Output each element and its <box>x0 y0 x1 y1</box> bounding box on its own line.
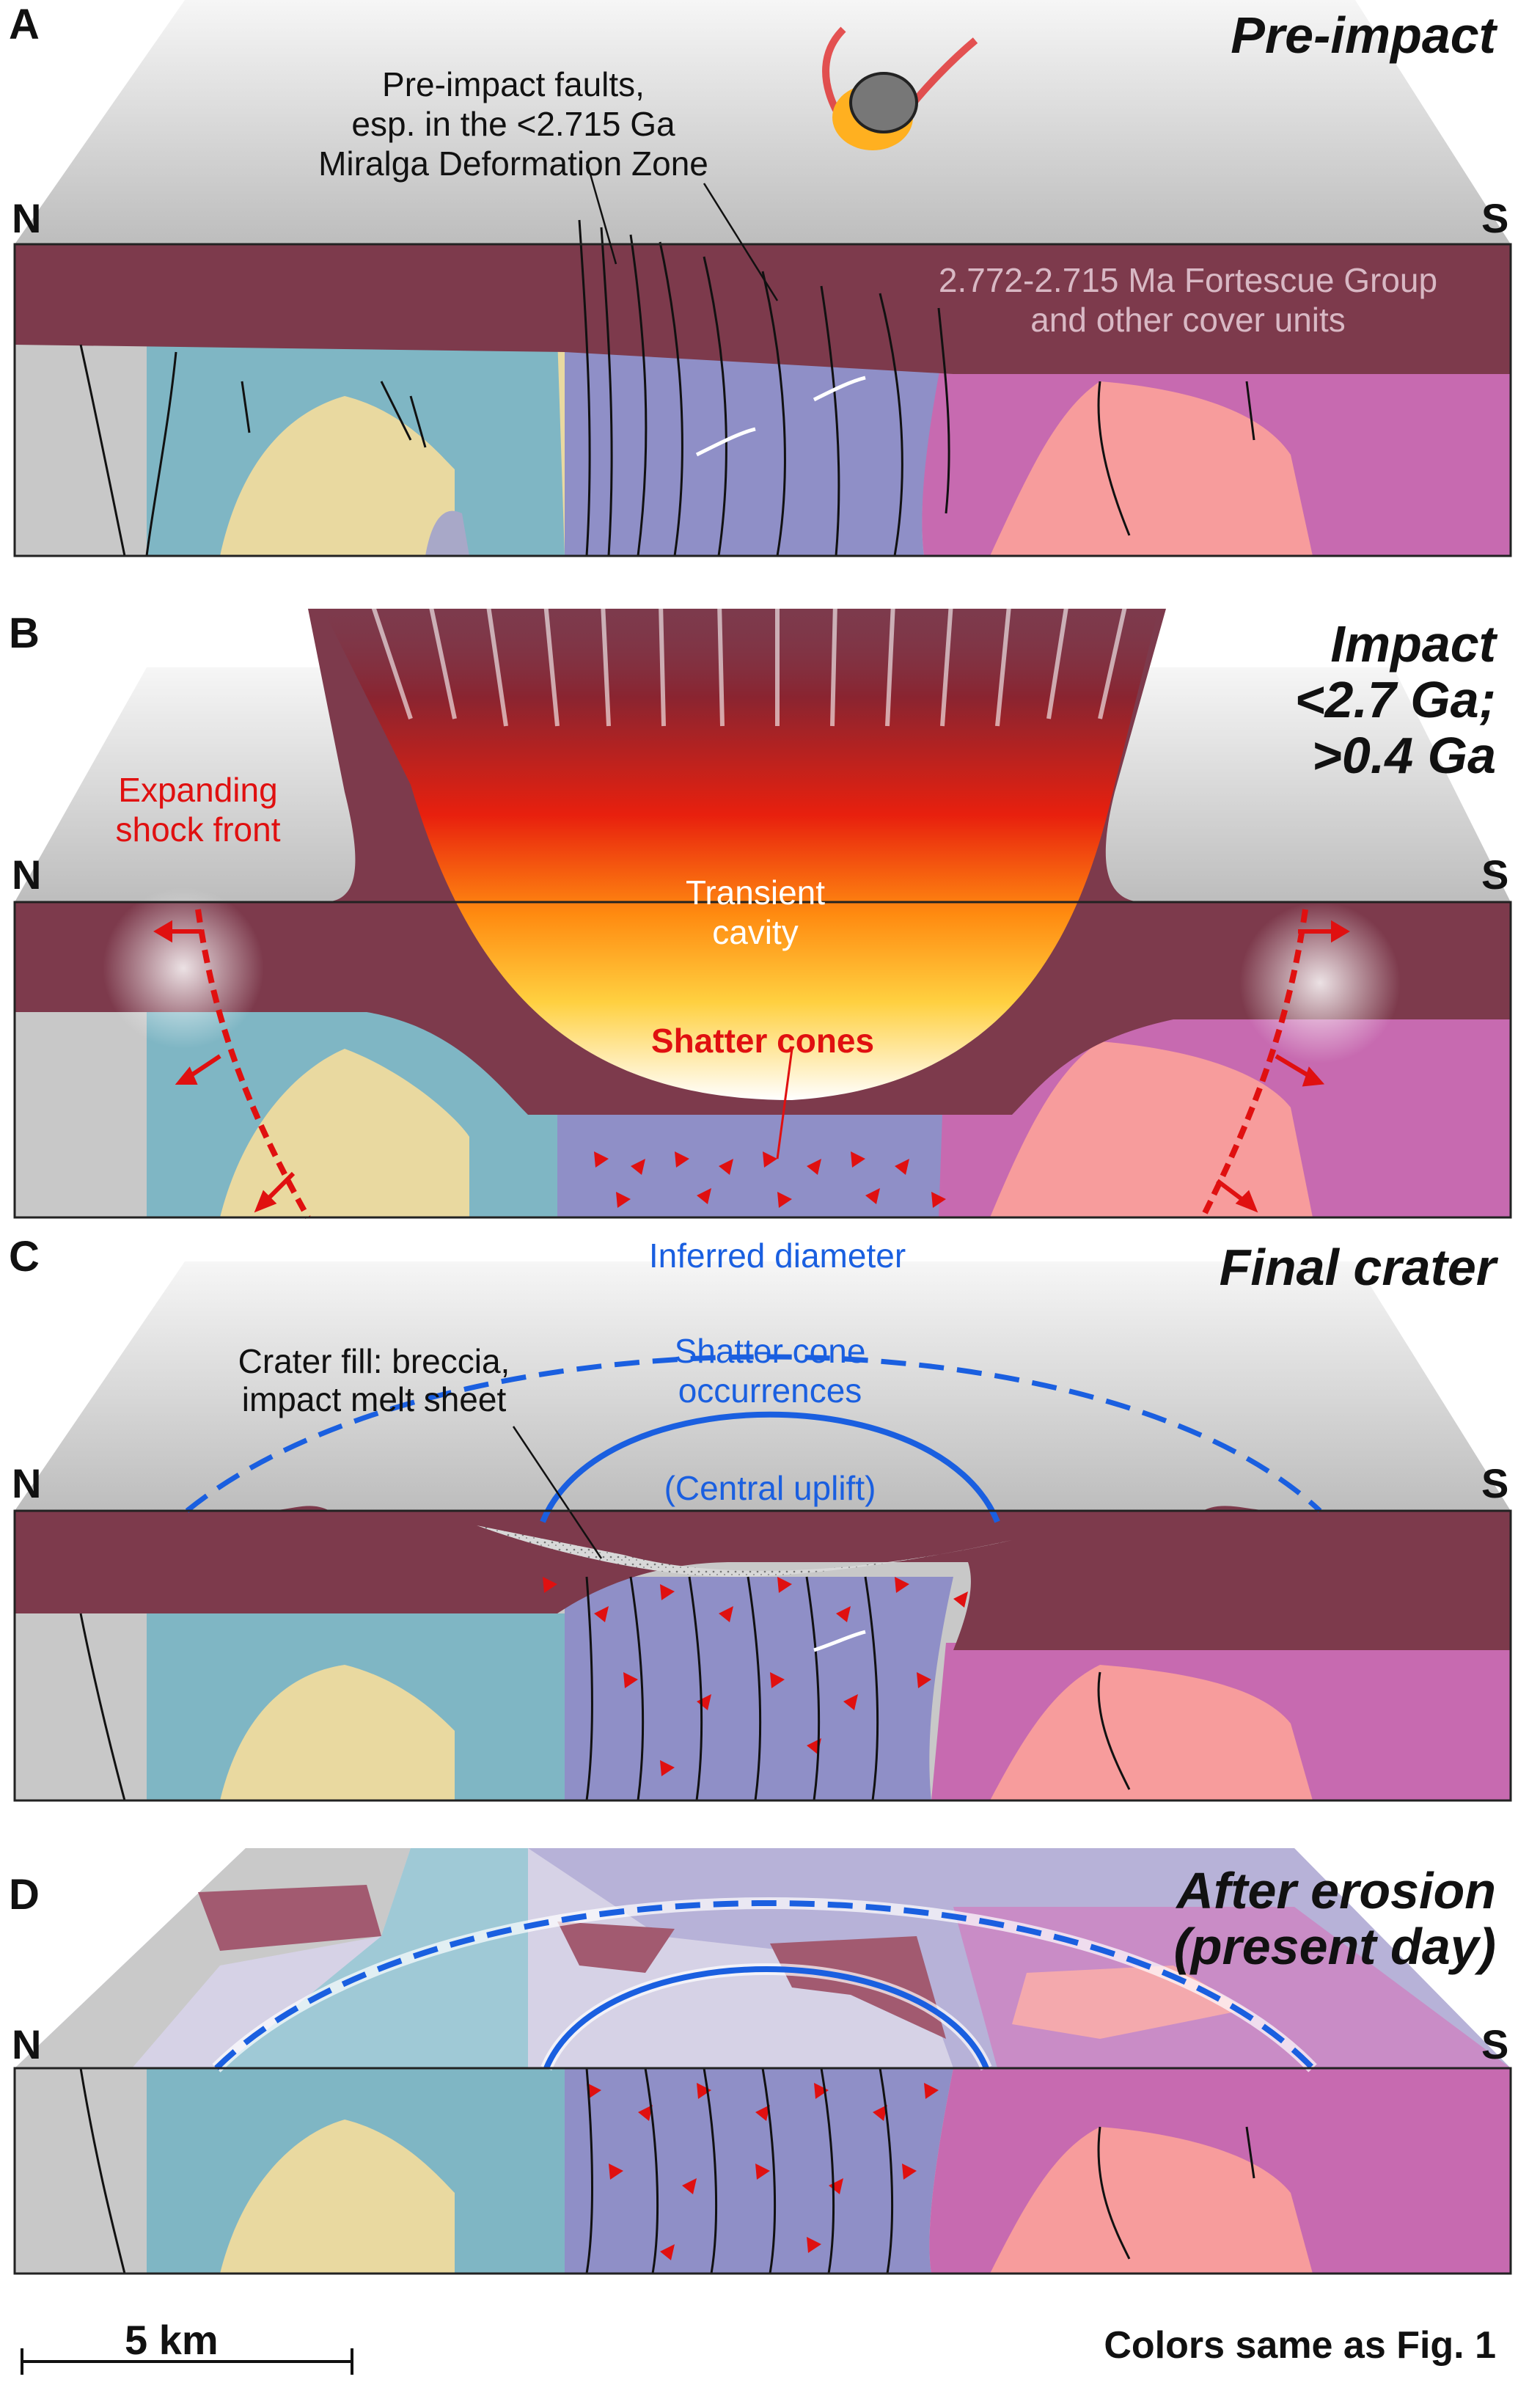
annotation-line: Pre-impact faults, <box>382 65 645 103</box>
panel-letter: D <box>9 1871 40 1919</box>
north-label: N <box>12 195 42 241</box>
yellow-unit <box>220 2120 455 2274</box>
meteorite-icon <box>822 26 978 150</box>
transient-cavity-label: Transient cavity <box>609 873 902 952</box>
panel-c: C N S Final crater Inferred diameter Cra… <box>0 1232 1540 1819</box>
yellow-unit <box>220 396 455 556</box>
shatter-cone-markers <box>594 1151 946 1208</box>
yellow-unit <box>220 1665 455 1800</box>
south-label: S <box>1481 195 1509 241</box>
cover-annotation: 2.772-2.715 Ma Fortescue Group and other… <box>865 260 1511 340</box>
title-line: <2.7 Ga; <box>1294 671 1496 728</box>
panel-c-block-diagram <box>13 1261 1512 1802</box>
panel-title: After erosion (present day) <box>983 1863 1496 1974</box>
title-line: Pre-impact <box>1231 7 1496 64</box>
central-uplift-arc <box>543 1966 989 2070</box>
shock-front-label: Expanding shock front <box>59 770 337 849</box>
scale-label: 5 km <box>125 2317 219 2363</box>
panel-title: Impact <2.7 Ga; >0.4 Ga <box>1056 616 1496 783</box>
inferred-diameter-arc <box>214 1900 1315 2070</box>
panel-a: A N S Pre-impact Pre-impact faults, esp.… <box>0 0 1540 572</box>
annotation-line: esp. in the <2.715 Ga <box>351 105 675 143</box>
panel-letter: B <box>9 609 40 657</box>
faults-annotation: Pre-impact faults, esp. in the <2.715 Ga… <box>264 65 763 183</box>
south-label: S <box>1481 2021 1509 2067</box>
inferred-diameter-label: Inferred diameter <box>648 1237 906 1275</box>
deformation-zone <box>557 1100 953 1217</box>
panel-b-block-diagram <box>13 572 1512 1219</box>
crater-fill-label: Crater fill: breccia, impact melt sheet <box>183 1342 565 1418</box>
annotation-line: impact melt sheet <box>241 1380 507 1418</box>
panel-a-block-diagram <box>13 0 1512 557</box>
inferred-diameter-arc <box>185 1354 1322 1513</box>
deformation-zone <box>565 337 953 556</box>
title-line: After erosion <box>1176 1862 1496 1919</box>
title-line: Impact <box>1330 615 1496 673</box>
panel-letter: A <box>9 1 40 48</box>
shatter-cone-occurrences-label: Shatter cone occurrences <box>609 1331 931 1410</box>
pink-unit <box>990 381 1313 556</box>
pink-unit <box>990 1041 1313 1217</box>
south-label: S <box>1481 1460 1509 1506</box>
north-label: N <box>12 1460 42 1506</box>
terrain-surface <box>15 1261 1511 1511</box>
shatter-cone-markers <box>587 2083 939 2260</box>
annotation-line: Crater fill: breccia, <box>238 1342 510 1380</box>
title-line: Final crater <box>1219 1239 1496 1296</box>
panel-title: Pre-impact <box>983 7 1496 63</box>
transient-cavity <box>323 609 1159 1100</box>
annotation-line: 2.772-2.715 Ma Fortescue Group <box>938 261 1438 299</box>
annotation-line: Transient <box>685 873 826 912</box>
annotation-line: Expanding <box>118 771 278 809</box>
annotation-line: cavity <box>712 913 799 951</box>
annotation-line: occurrences <box>678 1371 862 1410</box>
shock-front <box>195 909 1308 1219</box>
south-label: S <box>1481 851 1509 898</box>
crater-fill <box>477 1525 1012 1577</box>
central-uplift-arc <box>540 1411 1000 1523</box>
pink-unit <box>990 2127 1313 2274</box>
colors-note: Colors same as Fig. 1 <box>1104 2324 1496 2367</box>
pink-unit <box>990 1665 1313 1800</box>
cover-unit <box>15 1506 1511 1650</box>
annotation-line: Shatter cone <box>674 1332 866 1370</box>
panel-d-block-diagram <box>13 1848 1512 2275</box>
north-label: N <box>12 2021 42 2067</box>
panel-b: B N S Impact <2.7 Ga; >0.4 Ga Expanding … <box>0 572 1540 1232</box>
shatter-cones-label: Shatter cones <box>650 1022 875 1060</box>
panel-d: D N S After erosion (present day) <box>0 1819 1540 2288</box>
panel-letter: C <box>9 1233 40 1281</box>
panel-title: Final crater <box>983 1239 1496 1295</box>
title-line: >0.4 Ga <box>1311 727 1496 784</box>
fault-lines <box>79 219 1255 557</box>
title-line: (present day) <box>1173 1918 1496 1975</box>
north-label: N <box>12 851 42 898</box>
cover-unit <box>15 244 1511 374</box>
annotation-line: shock front <box>115 810 281 849</box>
scale-bar <box>21 2348 353 2375</box>
annotation-line: Miralga Deformation Zone <box>318 144 708 183</box>
terrain-surface <box>15 0 1511 244</box>
central-uplift-label: (Central uplift) <box>664 1469 876 1507</box>
annotation-line: and other cover units <box>1030 301 1346 339</box>
